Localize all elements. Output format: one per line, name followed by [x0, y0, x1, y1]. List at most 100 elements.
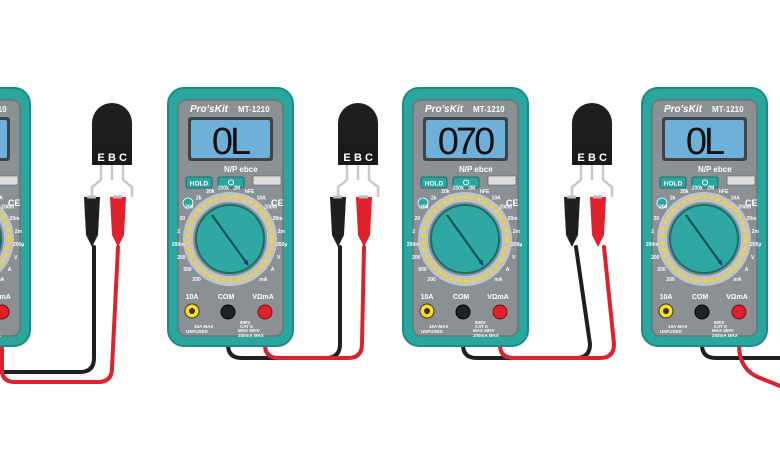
lcd-reading: 0L — [212, 121, 250, 163]
port-warning-left: 10A MAX — [194, 324, 213, 329]
ce-mark: CE — [8, 198, 21, 208]
dial-range-label: 200k — [218, 185, 229, 191]
port-vohm-label: VΩmA — [726, 294, 748, 301]
dial-range-label: 10A — [731, 195, 741, 201]
port-10a-label: 10A — [660, 294, 673, 301]
port-warning-left: 10A MAX — [668, 324, 687, 329]
transistor-leg-bend — [90, 179, 102, 197]
cat-rating-2: CAT II — [714, 324, 727, 329]
transistor-body — [338, 103, 378, 143]
dial-scale-marks — [186, 195, 274, 283]
dial-range-label: 200 — [412, 255, 421, 261]
port-10a-hole — [189, 308, 195, 314]
dial-range-label: 200 — [192, 277, 201, 283]
transistor-pin-label: B — [108, 152, 116, 164]
transistor-pin-label: C — [365, 152, 373, 164]
red-clip — [356, 197, 372, 247]
dial-range-label: 200m — [264, 205, 277, 211]
black-clip — [330, 197, 346, 247]
dial-range-label: 200 — [651, 255, 660, 261]
dial-range-label: 200m — [646, 242, 659, 248]
red-clip — [110, 197, 126, 247]
dial-range-label: 20 — [415, 216, 421, 222]
ce-mark: CE — [506, 198, 519, 208]
port-warning-right: MAX 500V — [712, 328, 734, 333]
dial-range-label: 500 — [418, 267, 427, 273]
hold-button-shape — [185, 176, 213, 189]
transistor-pin-label: B — [354, 152, 362, 164]
dial-range-label: 200m — [1, 205, 14, 211]
hfe-socket — [487, 175, 517, 186]
port-vohm — [0, 304, 10, 320]
dial-range-label: 10A — [492, 195, 502, 201]
dial-range-label: 10A — [257, 195, 267, 201]
dial-range-label: hFE — [245, 189, 255, 195]
hold-button-shape — [420, 176, 448, 189]
port-vohm-label: VΩmA — [0, 294, 11, 301]
port-vohm — [492, 304, 508, 320]
dial-range-label: mA — [0, 277, 5, 283]
transistor-body-lower — [572, 143, 612, 165]
backlight-icon — [463, 179, 469, 186]
dial-range-label: 200 — [666, 277, 675, 283]
model-label: MT-1210 — [712, 105, 744, 114]
cat-rating-2: CAT II — [475, 324, 488, 329]
dial-range-label: 2M — [707, 185, 714, 191]
transistor-pin-label: E — [343, 152, 350, 164]
power-icon — [417, 197, 429, 209]
dial-scale-marks — [0, 210, 11, 268]
port-com — [694, 304, 710, 320]
backlight-button — [217, 176, 245, 189]
power-icon — [656, 197, 668, 209]
brand-label: Pro'sKit — [425, 104, 464, 115]
dial-range-label: V — [751, 255, 755, 261]
dial-range-label: A — [745, 267, 749, 273]
ce-mark: CE — [271, 198, 284, 208]
port-warning-right: MAX 500V — [238, 328, 260, 333]
dial-range-label: 2k — [431, 195, 437, 201]
red-clip — [590, 197, 606, 247]
port-com — [455, 304, 471, 320]
model-label: MT-1210 — [473, 105, 505, 114]
dial-range-label: mA — [259, 277, 267, 283]
transistor-pin-label: E — [97, 152, 104, 164]
lcd-screen — [0, 120, 7, 158]
dial-range-label: A — [506, 267, 510, 273]
dial-range-label: 2k — [670, 195, 676, 201]
port-vohm-label: VΩmA — [487, 294, 509, 301]
backlight-icon — [702, 179, 708, 186]
dial-range-label: 200 — [185, 205, 194, 211]
hold-button-label: HOLD — [190, 181, 209, 188]
hold-button-label: HOLD — [664, 181, 683, 188]
dial-range-label: A — [271, 267, 275, 273]
dial-range-label: 200µ — [511, 242, 522, 248]
port-10a-label: 10A — [186, 294, 199, 301]
transistor-pin-label: E — [577, 152, 584, 164]
brand-label: Pro'sKit — [190, 104, 229, 115]
power-icon — [182, 197, 194, 209]
dial-range-label: hFE — [719, 189, 729, 195]
dial-scale-marks — [421, 195, 509, 283]
lcd-screen — [665, 120, 744, 158]
dial-range-label: 20k — [206, 189, 215, 195]
port-warning-right: MAX 500V — [473, 328, 495, 333]
dial-range-label: 2k — [196, 195, 202, 201]
black-lead — [0, 245, 96, 374]
dial-range-label: 2m — [513, 229, 521, 235]
port-com-label: COM — [453, 294, 470, 301]
hold-button: HOLD — [420, 176, 448, 189]
port-10a-hole — [424, 308, 430, 314]
dial-range-label: 200k — [453, 185, 464, 191]
dial-range-label: 20m — [747, 216, 758, 222]
hold-button: HOLD — [659, 176, 687, 189]
dial-range-label: 200 — [659, 205, 668, 211]
port-warning-right-2: 200mA MAX — [712, 333, 738, 338]
dial-pointer-dot — [479, 260, 483, 264]
hfe-socket-label: N/P ebce — [459, 165, 493, 174]
transistor-body — [572, 103, 612, 143]
